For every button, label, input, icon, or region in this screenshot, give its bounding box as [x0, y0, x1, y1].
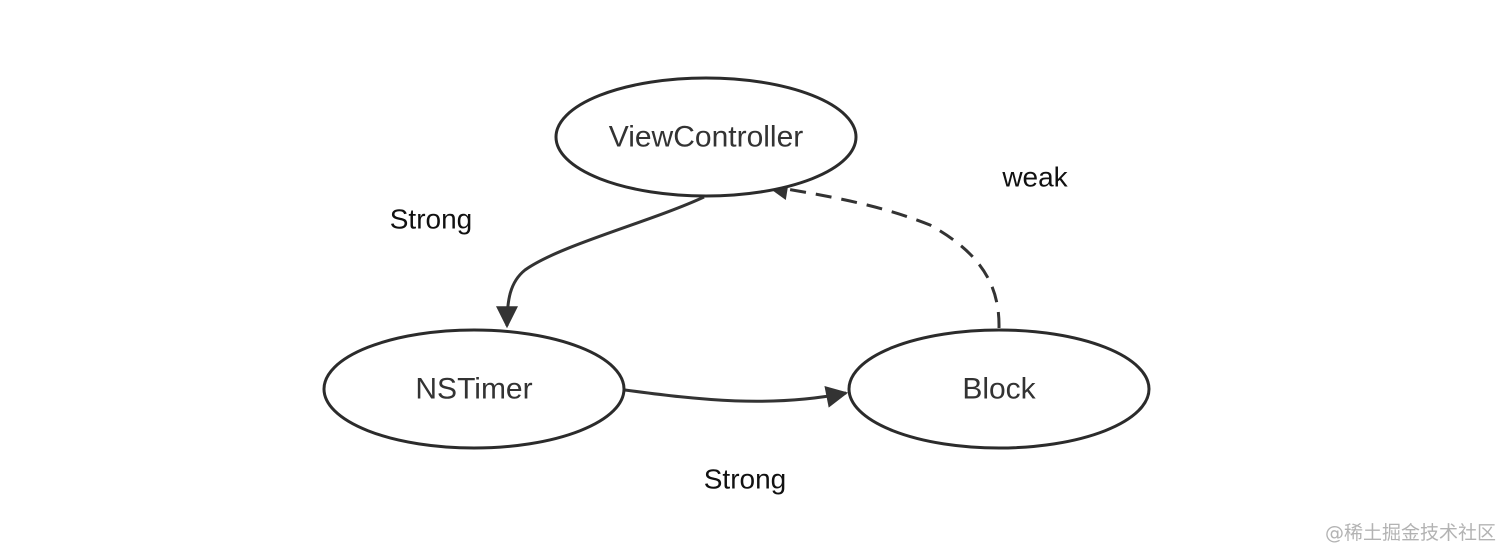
node-ns-timer-ellipse: [322, 328, 626, 450]
edge-label-block-to-vc: weak: [1001, 162, 1068, 193]
node-block: Block: [847, 328, 1151, 450]
edge-timer-to-block: [624, 386, 849, 408]
node-block-ellipse: [847, 328, 1151, 450]
edge-vc-to-timer: [496, 195, 705, 329]
edge-label-vc-to-timer: Strong: [390, 204, 473, 235]
node-view-controller: ViewController: [554, 76, 858, 198]
node-block-label: Block: [962, 373, 1036, 406]
edge-label-timer-to-block: Strong: [704, 464, 787, 495]
node-ns-timer-label: NSTimer: [415, 373, 532, 406]
node-ns-timer: NSTimer: [322, 328, 626, 450]
edge-block-to-vc: [765, 178, 1001, 329]
node-view-controller-label: ViewController: [609, 121, 804, 154]
watermark: @稀土掘金技术社区: [1324, 522, 1496, 544]
node-view-controller-ellipse: [554, 76, 858, 198]
